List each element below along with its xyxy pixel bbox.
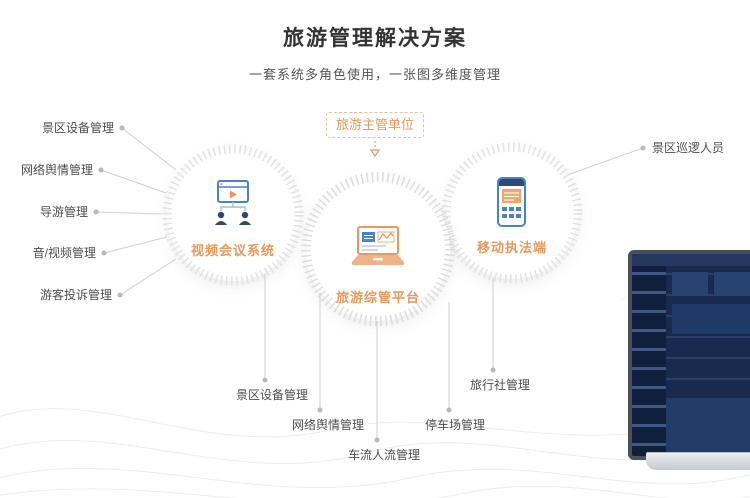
management-platform-icon [351,226,405,265]
circle-label-mobile-enforcement: 移动执法端 [476,240,547,255]
dashboard-chart-block [672,272,708,296]
dashboard-map-area [666,398,750,456]
dashboard-screen [628,250,750,460]
label-scenic-equipment-left: 景区设备管理 [41,121,114,135]
label-tourist-complaint: 游客投诉管理 [39,288,112,302]
dashboard-topbar [632,254,750,266]
label-parking-lot: 停车场管理 [424,418,485,432]
label-patrol-staff: 景区巡逻人员 [652,141,725,155]
dashboard-chart-block [672,304,750,334]
circle-video-conference [162,144,304,286]
label-tour-guide: 导游管理 [39,205,88,219]
label-audio-video: 音/视频管理 [32,246,96,260]
dashboard-sidebar [632,266,666,456]
circle-label-video-conference: 视频会议系统 [190,243,275,258]
down-arrow-icon [369,141,381,158]
dashboard-main [666,266,750,456]
label-scenic-equipment-bottom: 景区设备管理 [235,388,308,402]
label-travel-agency: 旅行社管理 [469,378,530,392]
laptop-mockup [628,250,750,498]
leader-dots [93,125,646,443]
dashboard-chart-block [714,272,750,296]
page-subtitle: 一套系统多角色使用，一张图多维度管理 [248,67,501,82]
page-title: 旅游管理解决方案 [283,27,467,50]
video-conference-icon [215,180,251,225]
label-traffic-flow: 车流人流管理 [347,448,420,462]
label-network-opinion-left: 网络舆情管理 [20,163,93,177]
circle-label-management-platform: 旅游综管平台 [335,290,420,305]
mobile-enforcement-icon [497,177,526,227]
leader-lines [95,127,644,438]
label-network-opinion-bottom: 网络舆情管理 [291,418,364,432]
authority-node: 旅游主管单位 [326,112,424,138]
laptop-base [646,452,750,470]
